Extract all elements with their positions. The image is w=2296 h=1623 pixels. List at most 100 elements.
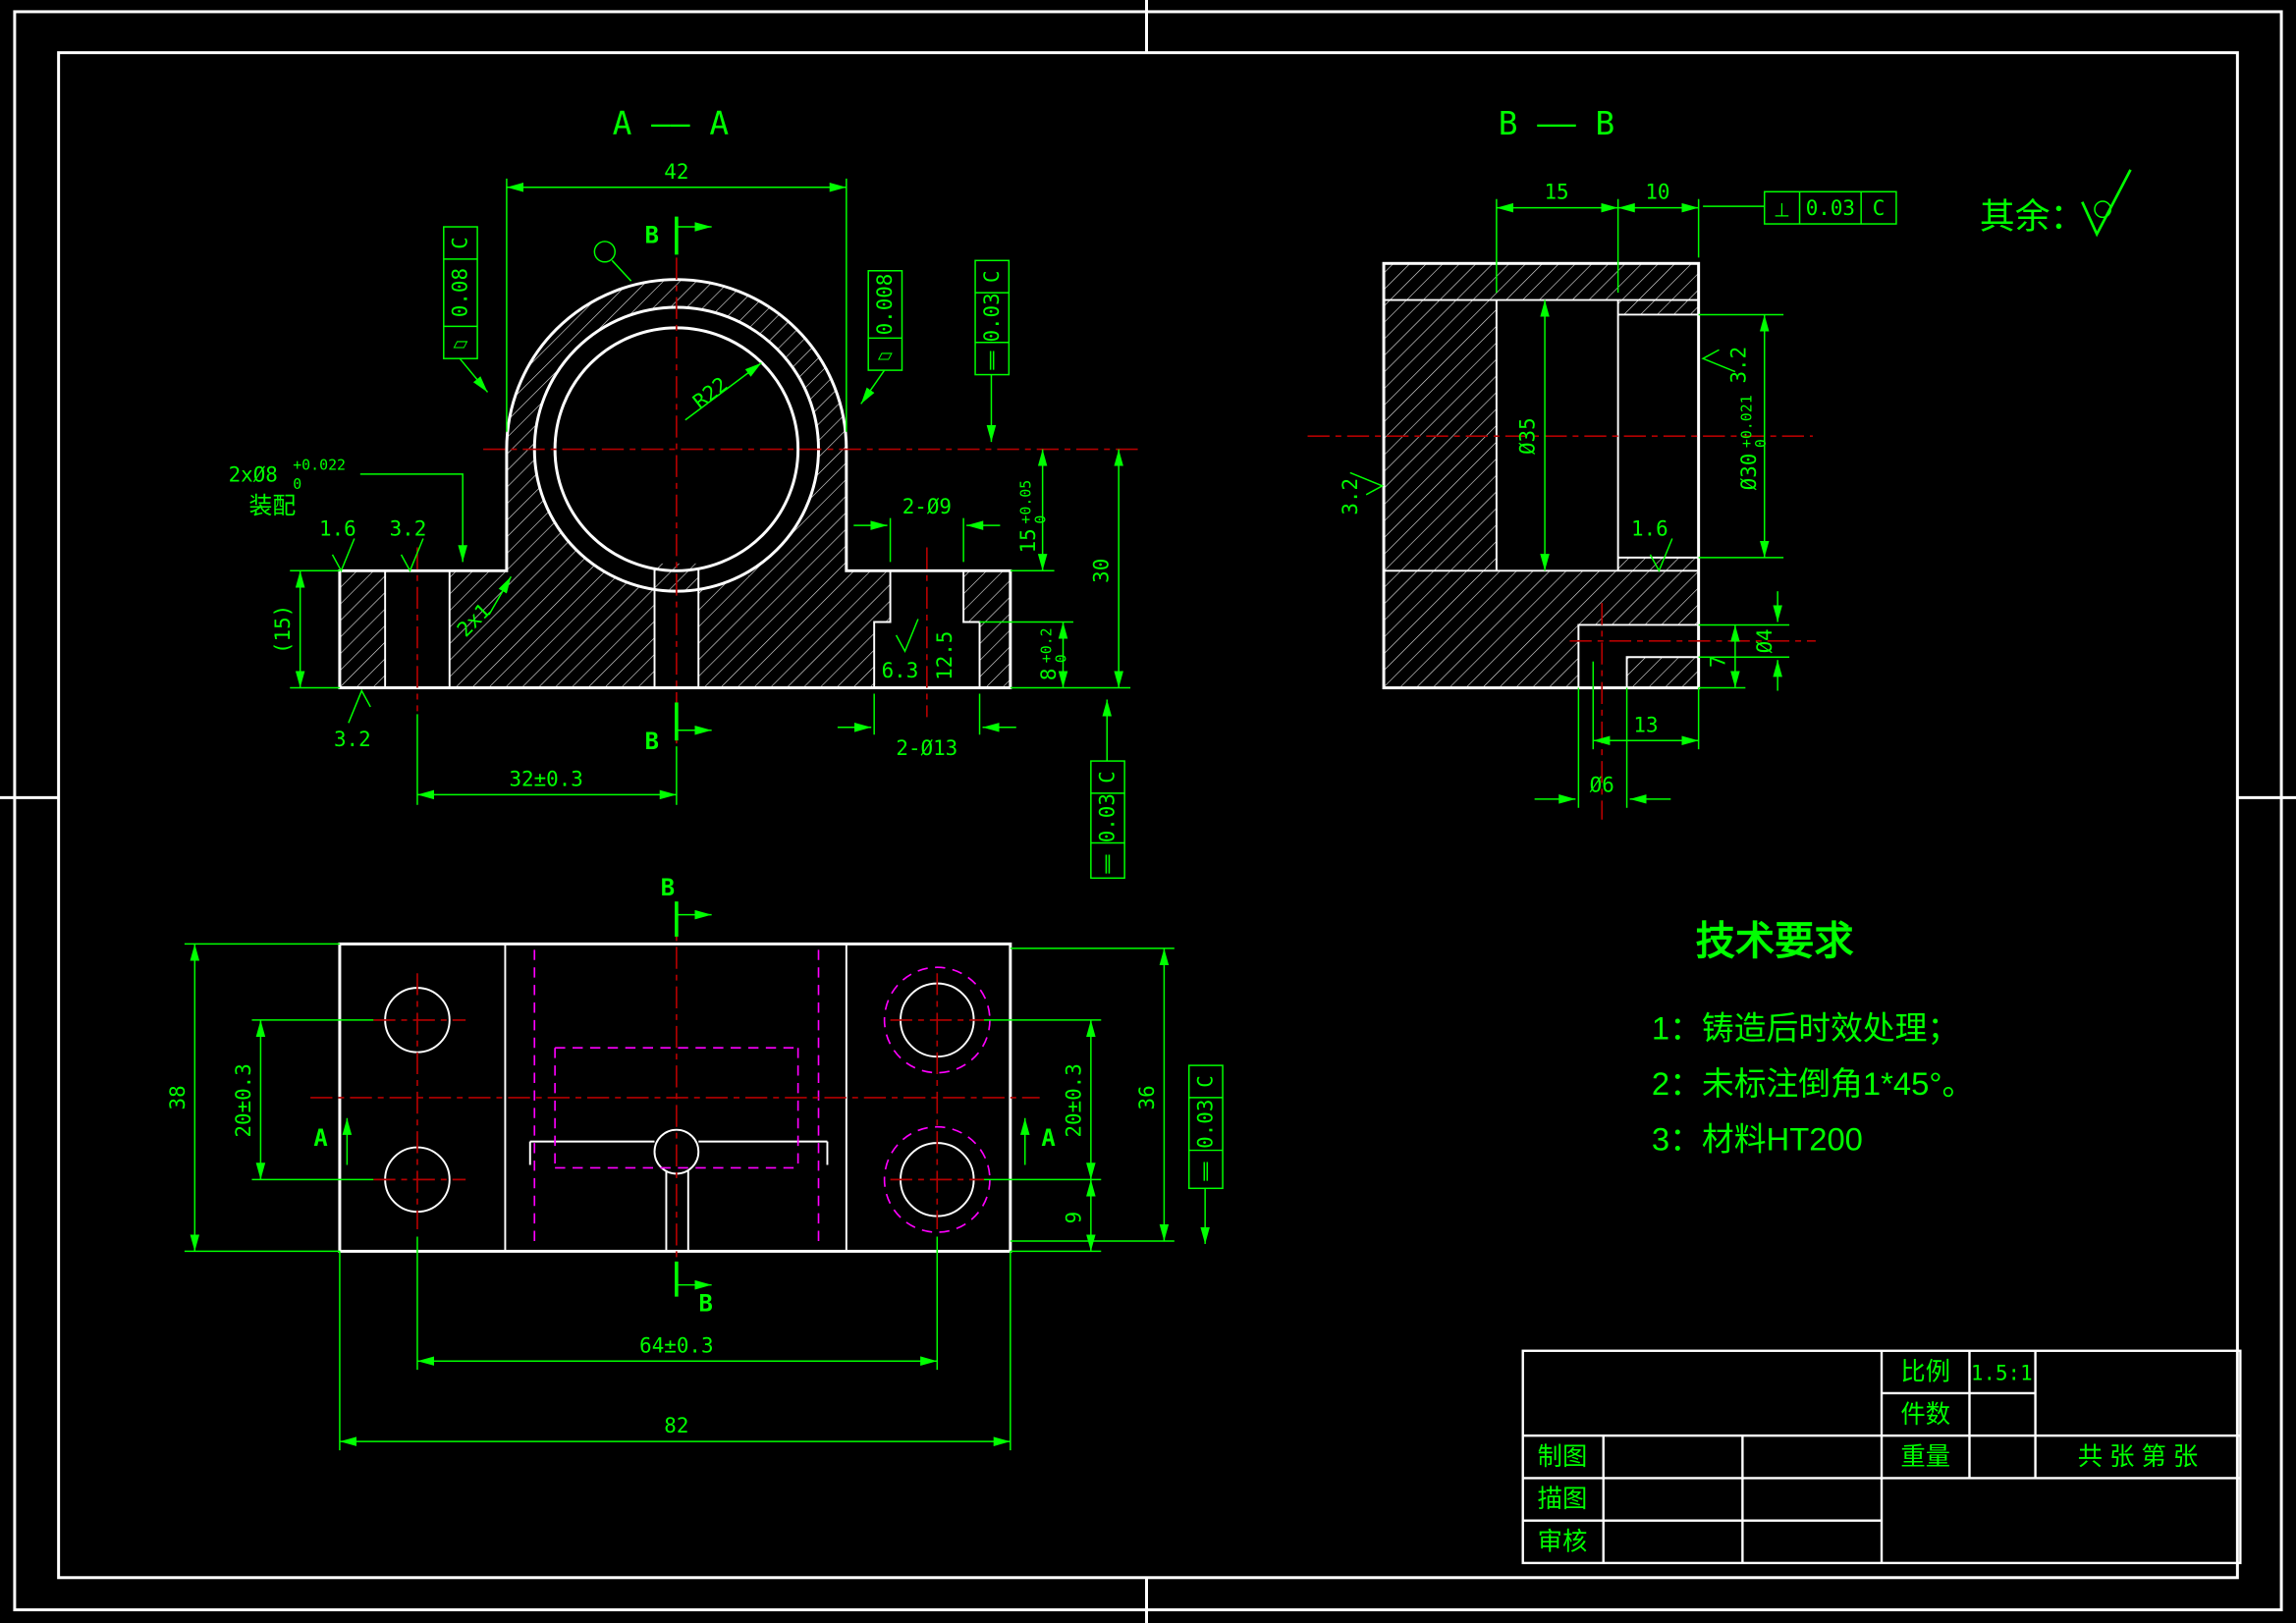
dim-d35: Ø35 — [1516, 417, 1540, 455]
tv-section-marker-a-left: A — [313, 1117, 353, 1165]
tv-fcf-parallel-top: C 0.03 ∥ — [1090, 760, 1125, 880]
tech-requirements-title: 技术要求 — [1696, 919, 1855, 963]
aa-fcf-parallel: C 0.03 ∥ — [974, 259, 1011, 376]
marker-b-label: B — [699, 1290, 713, 1318]
dim-d30-lower-tol: 0 — [1752, 439, 1770, 448]
perpendicularity-symbol-icon: ⊥ — [1774, 199, 1790, 222]
fcf-value: 0.03 — [1806, 196, 1855, 220]
fcf-value: 0.08 — [449, 268, 472, 317]
dim-d30-value: Ø30 — [1737, 454, 1761, 491]
dim-15-ref: (15) — [271, 605, 295, 654]
tv-dim-36: 36 — [1010, 947, 1175, 1242]
section-bb: B —— B 15 10 — [1307, 105, 2132, 820]
bb-hatch — [1384, 263, 1699, 688]
aa-surface-finish-32a: 3.2 — [390, 517, 427, 572]
drawn-by-label: 制图 — [1538, 1443, 1588, 1471]
tv-dim-82: 82 — [339, 1251, 1011, 1451]
dim-20-left: 20±0.3 — [232, 1063, 255, 1137]
section-aa-title: A —— A — [613, 105, 730, 142]
aa-dim-30: 30 — [1010, 449, 1131, 689]
dim-10: 10 — [1645, 181, 1669, 204]
dim-9: 9 — [1062, 1212, 1085, 1224]
bb-dim-d30: Ø30 +0.021 0 — [1698, 313, 1784, 559]
fcf-datum: C — [1194, 1075, 1218, 1088]
aa-dim-2d13: 2-Ø13 — [837, 693, 1016, 760]
section-aa: A —— A 42 — [229, 105, 1143, 805]
aa-surface-finish-16: 1.6 — [319, 517, 356, 572]
sheet-count-label: 共 张 第 张 — [2078, 1443, 2198, 1471]
parallelism-symbol-icon: ∥ — [987, 349, 997, 371]
fcf-value: 0.03 — [1194, 1100, 1218, 1149]
aa-geometry — [338, 278, 1012, 690]
roughness-12_5: 12.5 — [933, 631, 957, 680]
flatness-symbol-icon: ▱ — [878, 344, 893, 366]
dim-13: 13 — [1633, 713, 1658, 736]
aa-dim-2xd8: 2xØ8 +0.022 0 装配 — [229, 456, 467, 563]
fcf-datum: C — [1873, 196, 1886, 220]
bb-default-roughness: 其余： — [1980, 169, 2132, 238]
fcf-value: 0.03 — [980, 293, 1004, 342]
bb-dim-d35: Ø35 — [1516, 299, 1550, 571]
roughness-3_2-right: 3.2 — [1726, 347, 1750, 384]
roughness-1_6: 1.6 — [319, 517, 356, 541]
dim-r22: R22 — [688, 372, 732, 413]
fcf-value: 0.008 — [873, 274, 897, 336]
flatness-symbol-icon: ▱ — [453, 332, 467, 354]
aa-dim-8tol: 8 +0.2 0 — [979, 621, 1073, 688]
aa-dim-r22: R22 — [684, 362, 762, 421]
aa-dim-15ref: (15) — [271, 569, 340, 689]
parallelism-symbol-icon: ∥ — [1201, 1159, 1211, 1181]
dim-7: 7 — [1706, 655, 1729, 668]
aa-dim-2d9: 2-Ø9 — [853, 495, 1001, 563]
tv-dim-20-left: 20±0.3 — [232, 1019, 374, 1181]
weight-label: 重量 — [1900, 1443, 1950, 1471]
tv-centerlines — [310, 907, 1040, 1294]
others-label: 其余： — [1980, 197, 2085, 237]
dim-2xd8-lower-tol: 0 — [293, 475, 301, 493]
dim-64: 64±0.3 — [639, 1333, 713, 1357]
bb-surface-finish-32-left: 3.2 — [1339, 471, 1384, 515]
dim-38: 38 — [166, 1085, 190, 1109]
marker-b-label: B — [645, 221, 659, 248]
bb-dim-13: 13 — [1592, 661, 1700, 750]
scale-value: 1.5:1 — [1971, 1362, 2033, 1385]
parallelism-symbol-icon: ∥ — [1103, 851, 1113, 874]
dim-8-value: 8 — [1037, 669, 1061, 681]
tech-requirement-1: 1：铸造后时效处理； — [1652, 1009, 1959, 1046]
checked-by-label: 审核 — [1538, 1528, 1588, 1555]
section-bb-title: B —— B — [1499, 105, 1614, 142]
title-block: 比例 1.5:1 件数 重量 共 张 第 张 制图 描图 审核 — [1521, 1349, 2242, 1565]
dim-20-right: 20±0.3 — [1062, 1063, 1085, 1137]
dim-2xd8: 2xØ8 — [229, 462, 278, 486]
tv-dim-64: 64±0.3 — [416, 1236, 939, 1371]
aa-dim-42: 42 — [506, 160, 847, 432]
aa-hatch — [339, 279, 1011, 688]
fcf-value: 0.03 — [1096, 793, 1120, 842]
dim-15-value: 15 — [1016, 528, 1040, 553]
aa-section-marker-b-top: B — [645, 216, 712, 255]
dim-32: 32±0.3 — [509, 767, 582, 790]
dim-8-upper-tol: +0.2 — [1038, 627, 1056, 663]
fcf-datum: C — [980, 270, 1004, 283]
roughness-3_2-bottom: 3.2 — [334, 728, 371, 751]
roughness-3_2: 3.2 — [390, 517, 427, 541]
tv-section-marker-b-top: B — [661, 874, 712, 937]
dim-d6: Ø6 — [1590, 773, 1614, 796]
bb-dim-15-10: 15 10 — [1496, 181, 1700, 294]
dim-8-lower-tol: 0 — [1052, 654, 1069, 663]
dim-2d9: 2-Ø9 — [902, 495, 952, 518]
dim-15-upper-tol: +0.05 — [1017, 480, 1035, 524]
dim-36: 36 — [1135, 1085, 1159, 1109]
tv-fcf-parallel-right: C 0.03 ∥ — [1188, 1064, 1224, 1190]
dim-15-lower-tol: 0 — [1032, 515, 1050, 524]
surface-finish-circle — [2094, 200, 2112, 219]
dim-2xd8-upper-tol: +0.022 — [293, 456, 346, 473]
tv-dim-38: 38 — [166, 943, 340, 1253]
dim-42: 42 — [664, 160, 688, 184]
roughness-6_3: 6.3 — [882, 659, 919, 682]
tech-requirements: 技术要求 1：铸造后时效处理； 2：未标注倒角1*45°。 3：材料HT200 — [1652, 919, 1974, 1158]
marker-a-label: A — [1041, 1124, 1055, 1152]
dim-30: 30 — [1090, 559, 1114, 583]
